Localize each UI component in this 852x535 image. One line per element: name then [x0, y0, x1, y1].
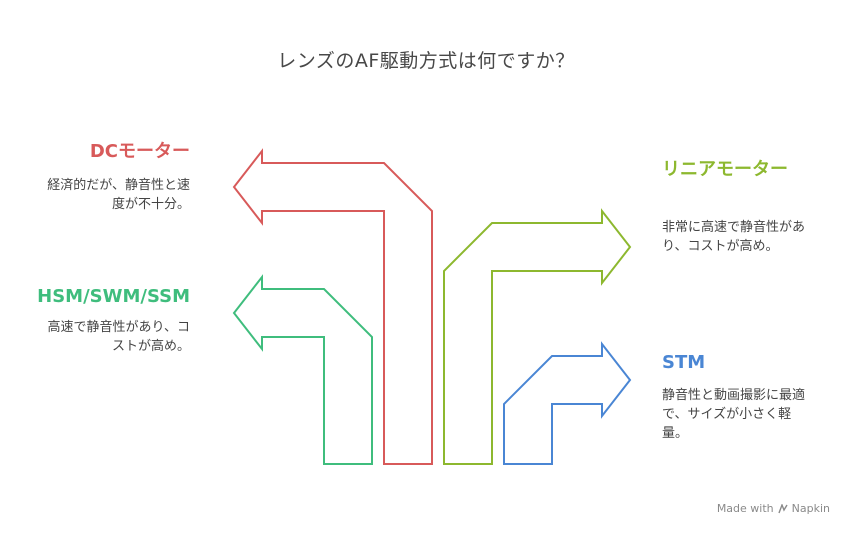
- dc-motor-title: DCモーター: [89, 141, 190, 162]
- dc-motor-description: 経済的だが、静音性と速度が不十分。: [47, 178, 190, 212]
- hsm-arrow: [232, 274, 373, 465]
- napkin-logo-icon: [777, 503, 788, 513]
- stm-title: STM: [662, 352, 706, 373]
- stm-description: 静音性と動画撮影に最適で、サイズが小さく軽量。: [662, 388, 806, 441]
- dc-arrow: [232, 148, 433, 465]
- linear-motor-title: リニアモーター: [662, 159, 788, 180]
- made-with-napkin-footer: Made with Napkin: [717, 502, 830, 515]
- stm-arrow: [503, 341, 632, 465]
- made-with-label: Made with: [716, 502, 774, 515]
- linear-arrow: [443, 208, 632, 465]
- hsm-swm-ssm-description: 高速で静音性があり、コストが高め。: [47, 320, 190, 354]
- linear-motor-description: 非常に高速で静音性があり、コストが高め。: [662, 220, 806, 254]
- hsm-swm-ssm-title: HSM/SWM/SSM: [37, 286, 190, 307]
- page-title: レンズのAF駆動方式は何ですか？: [277, 50, 575, 72]
- napkin-brand-label: Napkin: [791, 502, 830, 515]
